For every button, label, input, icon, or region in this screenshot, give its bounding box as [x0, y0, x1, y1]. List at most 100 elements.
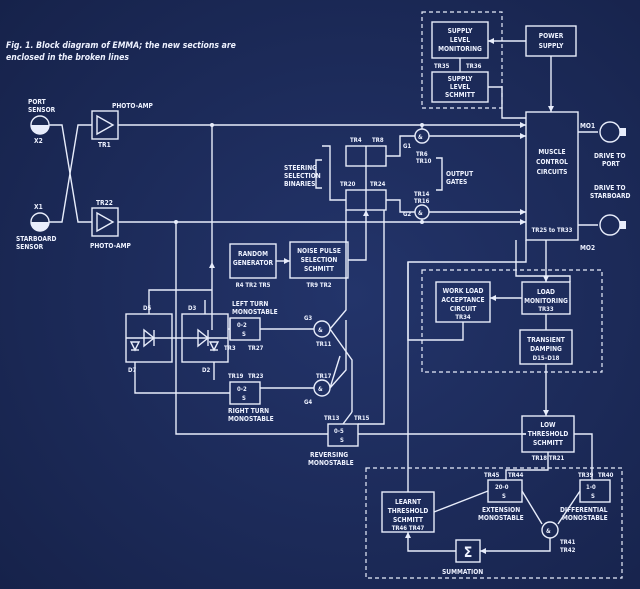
svg-text:TR41: TR41: [560, 539, 576, 546]
svg-text:TR20: TR20: [340, 181, 356, 188]
starboard-sensor: X1 STARBOARD SENSOR: [16, 203, 57, 251]
svg-text:G2: G2: [403, 211, 411, 218]
svg-text:G1: G1: [403, 143, 411, 150]
svg-text:NOISE PULSE: NOISE PULSE: [297, 247, 341, 255]
svg-text:LEFT TURN: LEFT TURN: [232, 300, 268, 308]
svg-text:D15–D18: D15–D18: [533, 355, 560, 362]
svg-text:PHOTO-AMP: PHOTO-AMP: [90, 242, 132, 250]
new-section-workload: [421, 269, 603, 373]
svg-text:RIGHT TURN: RIGHT TURN: [228, 407, 269, 415]
svg-text:&: &: [318, 327, 323, 334]
svg-text:&: &: [318, 386, 323, 393]
svg-text:MO2: MO2: [580, 244, 595, 252]
svg-text:MONOSTABLE: MONOSTABLE: [308, 459, 354, 467]
svg-text:S: S: [340, 437, 344, 444]
svg-text:SUPPLY: SUPPLY: [448, 27, 474, 35]
svg-text:TR4: TR4: [350, 137, 362, 144]
svg-text:THRESHOLD: THRESHOLD: [388, 507, 429, 515]
svg-text:SELECTION: SELECTION: [301, 256, 338, 264]
svg-text:MONITORING: MONITORING: [438, 45, 482, 53]
right-turn-monostable: 0-2 S TR19 TR23 RIGHT TURN MONOSTABLE: [228, 373, 274, 423]
svg-text:D2: D2: [202, 367, 210, 374]
svg-text:TR11: TR11: [316, 341, 332, 348]
svg-text:THRESHOLD: THRESHOLD: [528, 430, 569, 438]
svg-text:LEVEL: LEVEL: [450, 36, 470, 44]
svg-text:TR46 TR47: TR46 TR47: [392, 525, 425, 532]
caption-line-2: enclosed in the broken lines: [6, 53, 129, 63]
svg-text:MO1: MO1: [580, 122, 595, 130]
svg-text:GENERATOR: GENERATOR: [233, 259, 274, 267]
svg-text:0-2: 0-2: [237, 386, 247, 393]
svg-text:STARBOARD: STARBOARD: [16, 235, 57, 243]
svg-text:CONTROL: CONTROL: [536, 158, 568, 166]
svg-text:S: S: [242, 331, 246, 338]
svg-text:LOAD: LOAD: [537, 288, 555, 296]
svg-text:0-5: 0-5: [334, 428, 344, 435]
svg-text:TR14: TR14: [414, 191, 430, 198]
svg-text:TR25 to TR33: TR25 to TR33: [532, 227, 573, 234]
svg-text:TR44: TR44: [508, 472, 524, 479]
svg-text:POWER: POWER: [539, 32, 564, 40]
svg-text:TR8: TR8: [372, 137, 384, 144]
svg-text:G3: G3: [304, 315, 312, 322]
left-turn-monostable: 0-2 S LEFT TURN MONOSTABLE TR3 TR27: [224, 300, 278, 352]
svg-text:WORK LOAD: WORK LOAD: [443, 287, 484, 295]
steering-label-3: BINARIES: [284, 180, 315, 188]
svg-text:20-0: 20-0: [495, 484, 509, 491]
svg-text:&: &: [546, 528, 551, 535]
svg-text:TR16: TR16: [414, 198, 430, 205]
svg-text:G4: G4: [304, 399, 312, 406]
svg-text:Σ: Σ: [464, 545, 473, 561]
svg-text:SUMMATION: SUMMATION: [442, 568, 483, 576]
svg-text:TR27: TR27: [248, 345, 264, 352]
steering-label-2: SELECTION: [284, 172, 321, 180]
svg-text:1-0: 1-0: [586, 484, 596, 491]
svg-text:SCHMITT: SCHMITT: [393, 516, 424, 524]
svg-text:PORT: PORT: [28, 98, 47, 106]
svg-text:SCHMITT: SCHMITT: [533, 439, 564, 447]
svg-text:ACCEPTANCE: ACCEPTANCE: [441, 296, 484, 304]
new-section-learning: [365, 467, 623, 579]
svg-text:SUPPLY: SUPPLY: [539, 42, 565, 50]
svg-text:MONOSTABLE: MONOSTABLE: [478, 514, 524, 522]
svg-text:R4 TR2 TR5: R4 TR2 TR5: [236, 282, 271, 289]
svg-text:STARBOARD: STARBOARD: [590, 192, 631, 200]
svg-text:EXTENSION: EXTENSION: [482, 506, 520, 514]
svg-text:&: &: [418, 210, 423, 217]
svg-text:TR6: TR6: [416, 151, 428, 158]
svg-text:TR22: TR22: [96, 199, 113, 207]
svg-text:SUPPLY: SUPPLY: [448, 75, 474, 83]
svg-text:RANDOM: RANDOM: [238, 250, 268, 258]
svg-text:DIFFERENTIAL: DIFFERENTIAL: [560, 506, 608, 514]
svg-text:TR34: TR34: [455, 314, 471, 321]
svg-text:MONOSTABLE: MONOSTABLE: [232, 308, 278, 316]
output-gates-label-2: GATES: [446, 178, 467, 186]
svg-text:TR15: TR15: [354, 415, 370, 422]
svg-text:MONOSTABLE: MONOSTABLE: [228, 415, 274, 423]
svg-text:DRIVE TO: DRIVE TO: [594, 184, 626, 192]
svg-text:LOW: LOW: [540, 421, 556, 429]
svg-text:TRANSIENT: TRANSIENT: [527, 336, 566, 344]
svg-text:D3: D3: [188, 305, 196, 312]
svg-text:CIRCUITS: CIRCUITS: [537, 168, 568, 176]
svg-text:MONITORING: MONITORING: [524, 297, 568, 305]
svg-text:TR19: TR19: [228, 373, 244, 380]
svg-text:TR10: TR10: [416, 158, 432, 165]
svg-text:CIRCUIT: CIRCUIT: [450, 305, 478, 313]
svg-text:SENSOR: SENSOR: [28, 106, 56, 114]
svg-text:TR40: TR40: [598, 472, 614, 479]
svg-text:MONOSTABLE: MONOSTABLE: [562, 514, 608, 522]
svg-text:&: &: [418, 134, 423, 141]
svg-text:0-2: 0-2: [237, 322, 247, 329]
svg-text:D5: D5: [143, 305, 151, 312]
caption-line-1: Fig. 1. Block diagram of EMMA; the new s…: [6, 41, 236, 51]
svg-text:X1: X1: [34, 203, 43, 211]
svg-text:S: S: [591, 493, 595, 500]
svg-text:TR24: TR24: [370, 181, 386, 188]
supply-tr-left: TR35: [434, 63, 450, 70]
svg-text:DAMPING: DAMPING: [530, 345, 562, 353]
steering-label: STEERING: [284, 164, 317, 172]
svg-text:TR23: TR23: [248, 373, 264, 380]
